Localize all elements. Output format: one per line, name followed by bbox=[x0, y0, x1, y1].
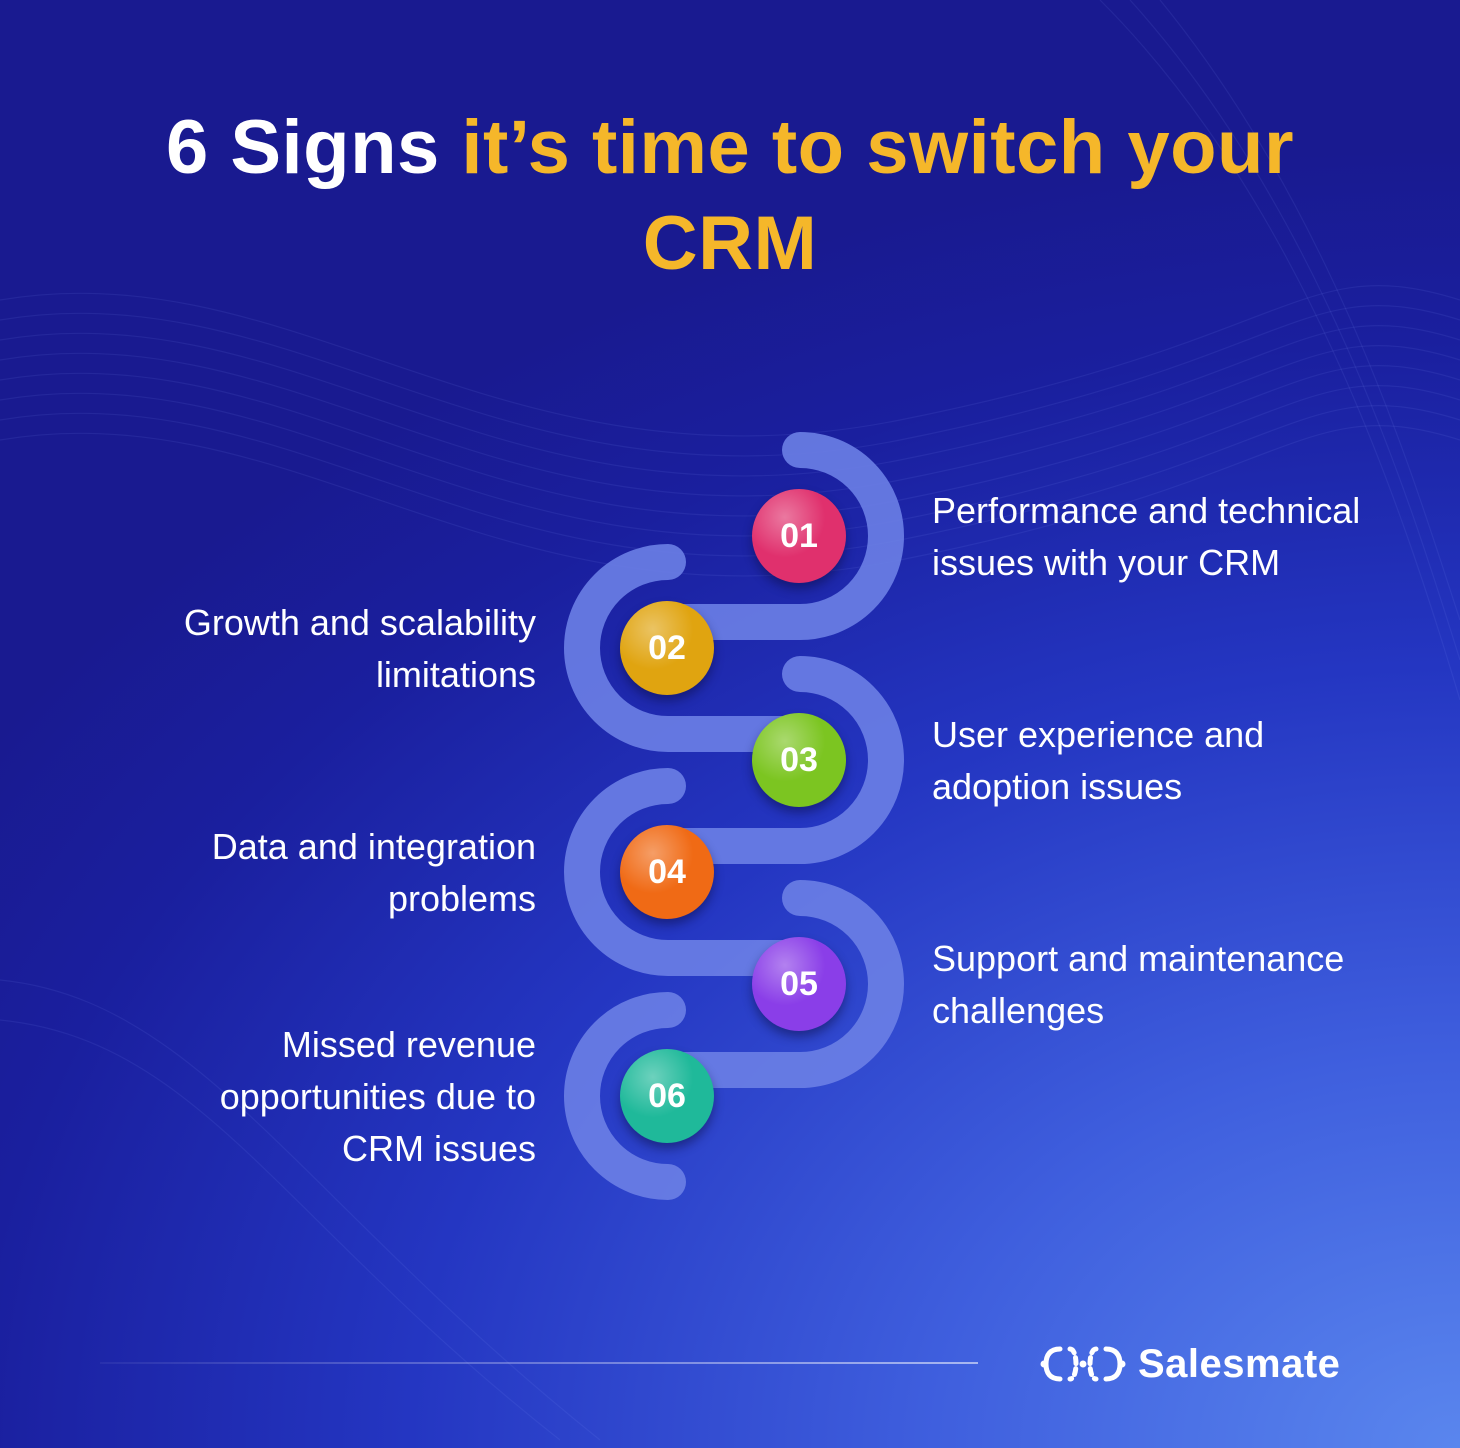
sign-03-line-2: adoption issues bbox=[932, 766, 1183, 807]
sign-01-line-2: issues with your CRM bbox=[932, 542, 1281, 583]
sign-06-line-2: opportunities due to bbox=[219, 1076, 536, 1117]
brand-name: Salesmate bbox=[1138, 1341, 1341, 1386]
sign-number-badge-05: 05 bbox=[752, 937, 846, 1031]
sign-number-badge-06: 06 bbox=[620, 1049, 714, 1143]
sign-text-04: Data and integration problems bbox=[60, 821, 536, 925]
sign-02-line-2: limitations bbox=[375, 654, 536, 695]
sign-06-line-1: Missed revenue bbox=[281, 1024, 536, 1065]
brand-logo: Salesmate bbox=[1040, 1336, 1340, 1392]
sign-text-03: User experience and adoption issues bbox=[932, 709, 1264, 813]
sign-number-badge-03: 03 bbox=[752, 713, 846, 807]
sign-01-line-1: Performance and technical bbox=[932, 490, 1361, 531]
sign-text-05: Support and maintenance challenges bbox=[932, 933, 1344, 1037]
title-part-crm: CRM bbox=[642, 201, 818, 286]
sign-04-line-2: problems bbox=[387, 878, 536, 919]
sign-04-line-1: Data and integration bbox=[211, 826, 536, 867]
sign-05-line-1: Support and maintenance bbox=[932, 938, 1345, 979]
sign-number-badge-01: 01 bbox=[752, 489, 846, 583]
sign-05-line-2: challenges bbox=[932, 990, 1105, 1031]
sign-number-badge-02: 02 bbox=[620, 601, 714, 695]
serpentine-track bbox=[212, 432, 1248, 1200]
sign-text-02: Growth and scalability limitations bbox=[60, 597, 536, 701]
sign-02-line-1: Growth and scalability bbox=[183, 602, 536, 643]
sign-06-line-3: CRM issues bbox=[341, 1128, 536, 1169]
title-part-accent: it’s time to switch your bbox=[461, 105, 1295, 190]
sign-number-badge-04: 04 bbox=[620, 825, 714, 919]
sign-text-06: Missed revenue opportunities due to CRM … bbox=[60, 1019, 536, 1175]
footer-divider bbox=[100, 1362, 978, 1364]
salesmate-logo-icon bbox=[1040, 1346, 1126, 1382]
sign-03-line-1: User experience and bbox=[932, 714, 1265, 755]
sign-text-01: Performance and technical issues with yo… bbox=[932, 485, 1360, 589]
title-part-white: 6 Signs bbox=[165, 105, 440, 190]
page-title: 6 Signs it’s time to switch your CRM bbox=[0, 100, 1460, 292]
